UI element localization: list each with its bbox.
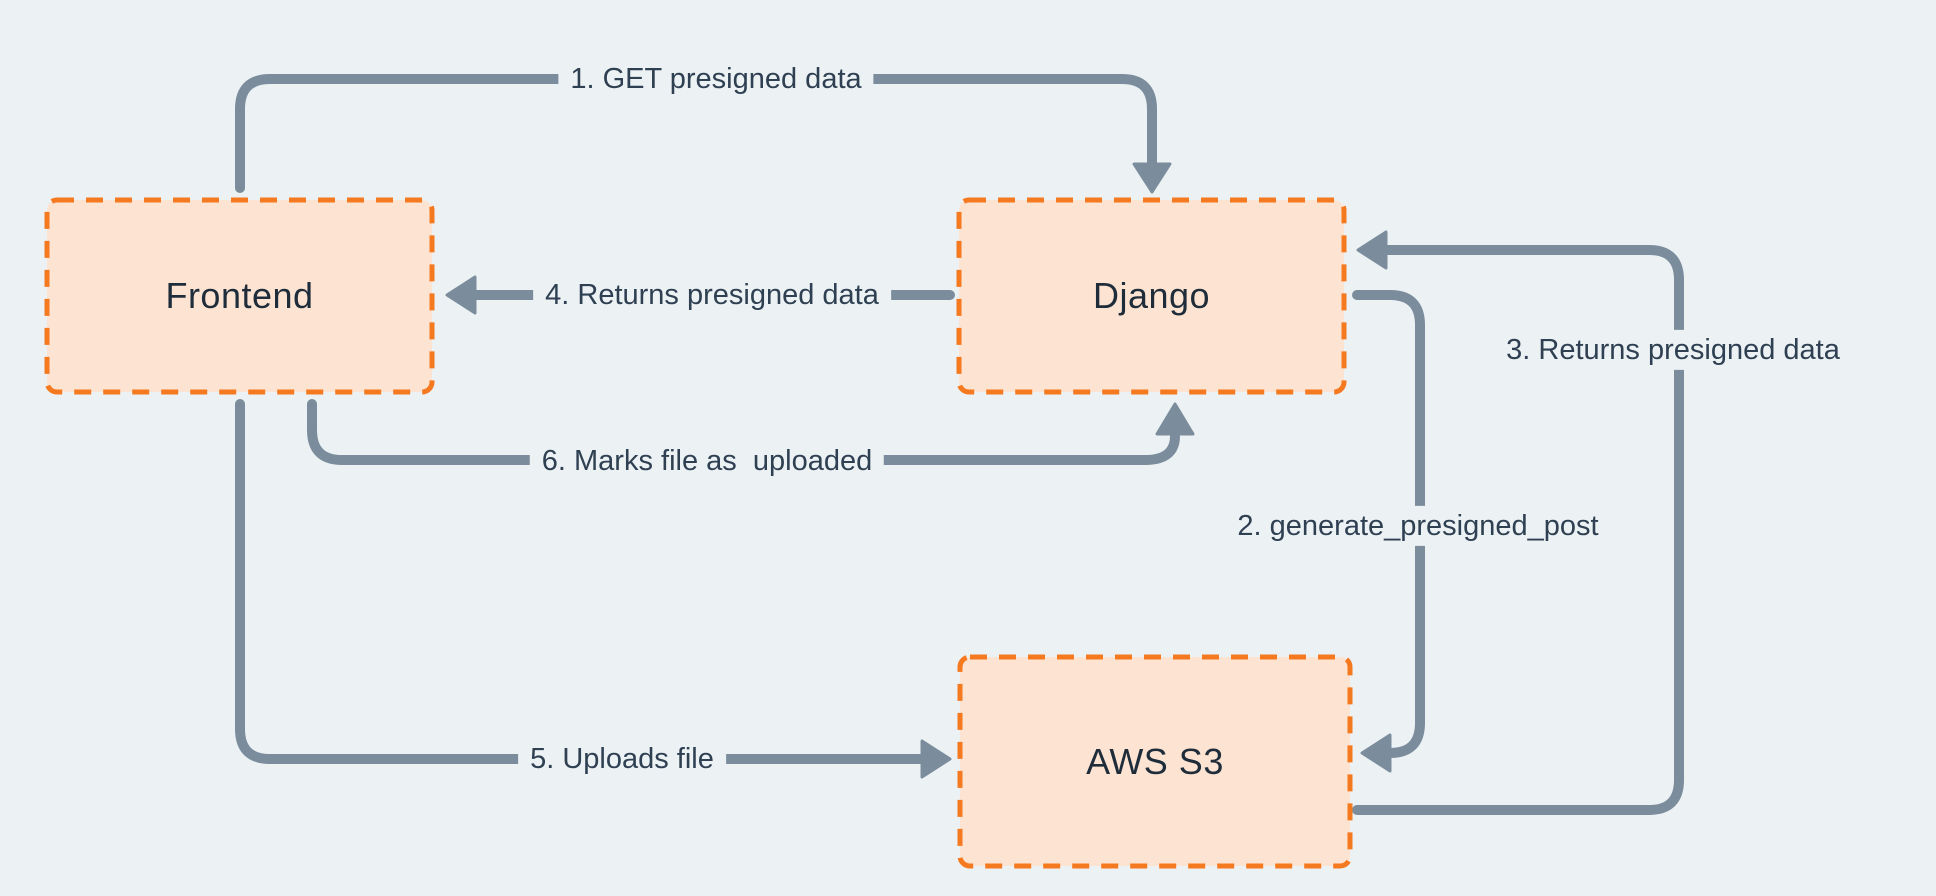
edge-5-arrowhead-right-icon [920,739,952,779]
edge-2-path [1352,290,1425,758]
frontend-box [44,197,435,395]
edge-5-path [235,399,925,764]
edge-6-path [307,399,1180,465]
edge-1-arrowhead-down-icon [1132,162,1172,194]
django-box [956,197,1347,395]
edge-2-arrowhead-left-icon [1360,733,1392,773]
edge-3-path [1352,245,1684,815]
edge-6-arrowhead-up-icon [1155,402,1195,436]
aws-s3-box [957,654,1353,869]
edge-3-arrowhead-left-icon [1356,230,1388,270]
edge-1-path [235,74,1157,193]
edge-4-arrowhead-left-icon [445,275,477,315]
